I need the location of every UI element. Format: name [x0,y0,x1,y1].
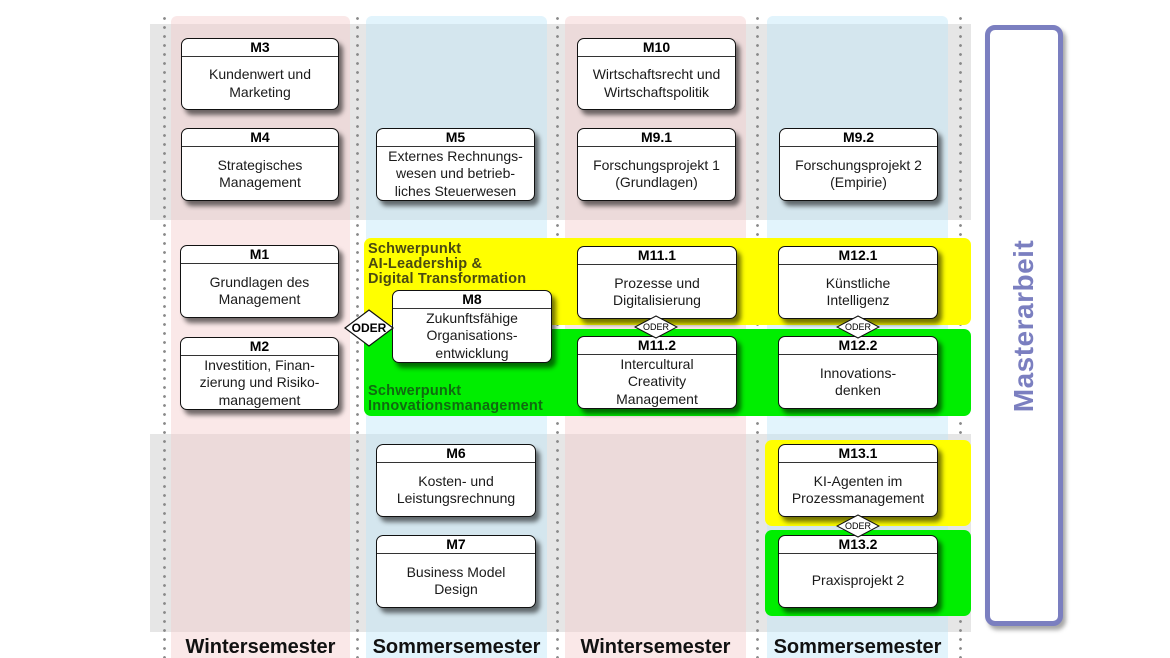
diamond-icon [836,514,880,538]
module-title: Forschungsprojekt 2 (Empirie) [795,156,922,191]
module-title: Forschungsprojekt 1 (Grundlagen) [593,156,720,191]
specialization-ai-label: Schwerpunkt AI-Leadership & Digital Tran… [368,241,527,287]
specialization-innovation-label: Schwerpunkt Innovationsmanagement [368,383,544,414]
module-code: M11.1 [578,247,736,265]
module-m2[interactable]: M2 Investition, Finan- zierung und Risik… [180,337,339,410]
module-title: KI-Agenten im Prozessmanagement [791,472,925,507]
module-m9-2[interactable]: M9.2 Forschungsprojekt 2 (Empirie) [779,128,938,201]
semester-label-2: Sommersemester [372,636,541,658]
module-code: M11.2 [578,337,736,355]
oder-label: ODER [642,322,669,332]
module-code: M4 [182,129,338,147]
module-m13-2[interactable]: M13.2 Praxisprojekt 2 [778,535,938,608]
oder-diamond-m11: ODER [634,315,678,339]
module-title: Zukunftsfähige Organisations- entwicklun… [426,309,518,361]
module-title: Kundenwert und Marketing [209,66,311,100]
module-title: Praxisprojekt 2 [811,572,905,589]
module-m10[interactable]: M10 Wirtschaftsrecht und Wirtschaftspoli… [577,38,736,110]
oder-label: ODER [844,521,871,531]
module-title: Wirtschaftsrecht und Wirtschaftspolitik [592,66,721,100]
module-code: M12.2 [779,337,937,355]
module-title: Künstliche Intelligenz [825,274,891,309]
module-code: M6 [377,445,535,463]
module-title: Strategisches Management [217,156,303,191]
column-divider [163,14,166,658]
module-code: M8 [393,291,551,309]
module-m3[interactable]: M3 Kundenwert und Marketing [181,38,339,110]
oder-diamond-m12: ODER [836,315,880,339]
module-title: Prozesse und Digitalisierung [613,274,701,309]
module-m7[interactable]: M7 Business Model Design [376,535,536,608]
module-code: M9.1 [578,129,735,147]
module-title: Intercultural Creativity Management [616,355,698,407]
module-code: M2 [181,338,338,356]
module-code: M9.2 [780,129,937,147]
module-m12-2[interactable]: M12.2 Innovations- denken [778,336,938,409]
module-m13-1[interactable]: M13.1 KI-Agenten im Prozessmanagement [778,444,938,517]
semester-label-3: Wintersemester [580,636,731,658]
diamond-icon [344,309,394,347]
module-m9-1[interactable]: M9.1 Forschungsprojekt 1 (Grundlagen) [577,128,736,201]
module-code: M12.1 [779,247,937,265]
module-m11-1[interactable]: M11.1 Prozesse und Digitalisierung [577,246,737,319]
module-code: M10 [578,39,735,57]
module-code: M3 [182,39,338,57]
module-code: M13.2 [779,536,937,554]
diamond-icon [836,315,880,339]
oder-diamond-m13: ODER [836,514,880,538]
module-m8[interactable]: M8 Zukunftsfähige Organisations- entwick… [392,290,552,363]
oder-label: ODER [844,322,871,332]
semester-label-1: Wintersemester [185,636,336,658]
module-m5[interactable]: M5 Externes Rechnungs- wesen und betrieb… [376,128,535,201]
oder-diamond-m8: ODER [344,309,394,347]
module-code: M13.1 [779,445,937,463]
module-title: Innovations- denken [819,364,897,399]
module-title: Investition, Finan- zierung und Risiko- … [199,356,320,408]
oder-label: ODER [351,321,387,335]
module-code: M1 [181,246,338,264]
semester-label-4: Sommersemester [773,636,942,658]
module-title: Business Model Design [406,563,506,598]
module-code: M5 [377,129,534,147]
module-m11-2[interactable]: M11.2 Intercultural Creativity Managemen… [577,336,737,409]
module-m12-1[interactable]: M12.1 Künstliche Intelligenz [778,246,938,319]
diamond-icon [634,315,678,339]
module-m1[interactable]: M1 Grundlagen des Management [180,245,339,318]
module-title: Externes Rechnungs- wesen und betrieb- l… [388,147,523,199]
module-m4[interactable]: M4 Strategisches Management [181,128,339,201]
master-thesis-label: Masterarbeit [1008,239,1039,412]
module-code: M7 [377,536,535,554]
module-title: Kosten- und Leistungsrechnung [396,472,516,507]
module-title: Grundlagen des Management [209,273,310,308]
master-thesis-block[interactable]: Masterarbeit [985,25,1063,626]
module-m6[interactable]: M6 Kosten- und Leistungsrechnung [376,444,536,517]
